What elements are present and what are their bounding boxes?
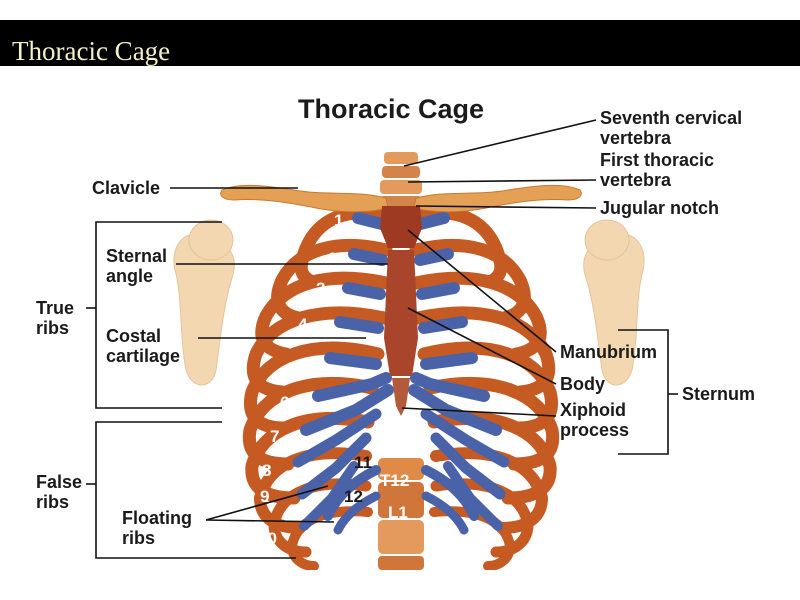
first-thoracic-label-line2: vertebra <box>600 170 672 190</box>
true-ribs-label-line1: True <box>36 298 74 318</box>
true-ribs-label-line2: ribs <box>36 318 69 338</box>
costal-cartilage-label-line2: cartilage <box>106 346 180 366</box>
rib-numbers: 1 2 3 4 5 6 7 8 9 10 11 12 <box>258 211 372 548</box>
lumbar-spine <box>378 458 424 570</box>
thoracic-cage-diagram: Thoracic Cage <box>36 78 796 571</box>
clavicles <box>220 184 582 213</box>
rib-left-10 <box>286 506 373 571</box>
rib-number-11: 11 <box>354 453 372 472</box>
t12-label: T12 <box>380 471 409 490</box>
clavicle-label: Clavicle <box>92 178 160 198</box>
seventh-cervical-label-line2: vertebra <box>600 128 672 148</box>
anatomy-labels: Seventh cervical vertebra First thoracic… <box>36 108 755 548</box>
floating-ribs-label-line1: Floating <box>122 508 192 528</box>
rib-number-2: 2 <box>328 249 337 268</box>
xiphoid-label-line1: Xiphoid <box>560 400 626 420</box>
upper-vertebrae <box>380 152 422 206</box>
rib-right-10 <box>429 506 516 571</box>
rib-right-2 <box>409 238 531 325</box>
rib-left-5 <box>244 341 385 435</box>
rib-number-4: 4 <box>298 315 308 334</box>
rib-number-1: 1 <box>334 211 343 230</box>
costal-cartilage-label-line1: Costal <box>106 326 161 346</box>
slide-title: Thoracic Cage <box>12 36 171 66</box>
xiphoid-label-line2: process <box>560 420 629 440</box>
seventh-cervical-label-line1: Seventh cervical <box>600 108 742 128</box>
rib-right-6 <box>423 377 560 471</box>
first-thoracic-label-line1: First thoracic <box>600 150 714 170</box>
l1-label: L1 <box>388 503 408 522</box>
jugular-notch-label: Jugular notch <box>600 198 719 218</box>
rib-number-3: 3 <box>316 279 325 298</box>
false-ribs-label-line2: ribs <box>36 492 69 512</box>
shoulders <box>173 219 645 386</box>
floating-ribs-label-line2: ribs <box>122 528 155 548</box>
floating-ribs <box>323 465 479 535</box>
false-ribs-label-line1: False <box>36 472 82 492</box>
rib-number-12: 12 <box>344 487 363 506</box>
rib-right-5 <box>417 341 558 435</box>
rib-number-9: 9 <box>260 487 269 506</box>
rib-number-6: 6 <box>280 393 289 412</box>
rib-number-10: 10 <box>258 529 277 548</box>
sternal-angle-label-line2: angle <box>106 266 153 286</box>
rib-left-6 <box>242 377 379 471</box>
figure-title: Thoracic Cage <box>298 94 484 124</box>
rib-left-2 <box>271 238 393 325</box>
sternal-angle-label-line1: Sternal <box>106 246 167 266</box>
sternum-label: Sternum <box>682 384 755 404</box>
leader-lines <box>86 119 678 559</box>
manubrium-label: Manubrium <box>560 342 657 362</box>
sternum-bone <box>380 206 422 416</box>
slide-title-bar <box>0 20 800 66</box>
rib-number-7: 7 <box>270 427 279 446</box>
thoracic-cage-figure: Thoracic Cage <box>36 78 796 571</box>
body-label: Body <box>560 374 605 394</box>
rib-number-8: 8 <box>262 461 271 480</box>
rib-number-5: 5 <box>288 359 297 378</box>
